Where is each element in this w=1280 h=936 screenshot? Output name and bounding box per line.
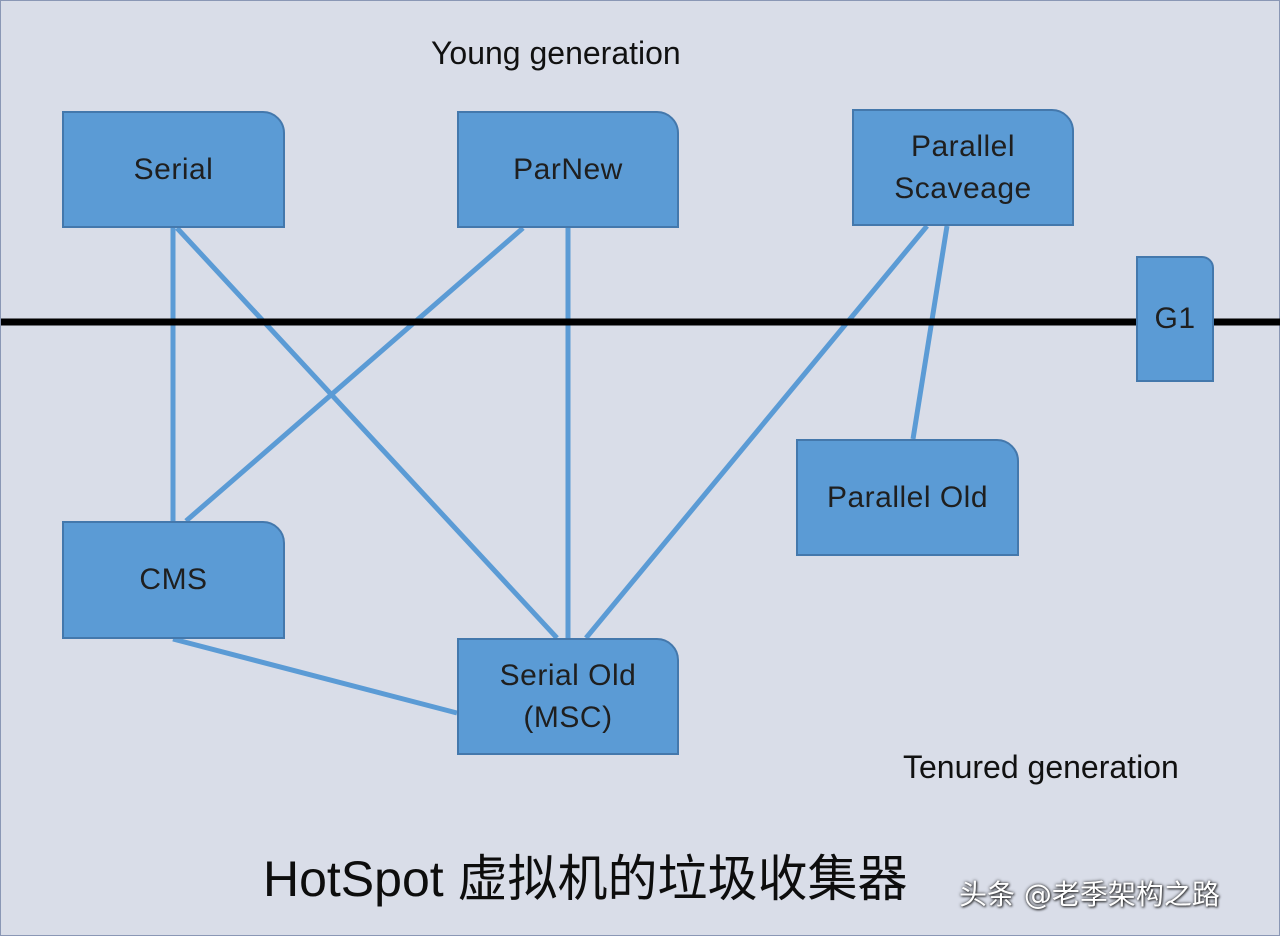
tenured-generation-label: Tenured generation bbox=[903, 749, 1179, 785]
serial-node: Serial bbox=[62, 111, 285, 228]
edge-parnew-to-cms bbox=[184, 226, 525, 523]
edge-cms-to-serial-old bbox=[172, 636, 458, 716]
parallel-old-node-label: Parallel Old bbox=[826, 480, 989, 514]
young-generation-label: Young generation bbox=[431, 35, 681, 71]
parallel-old-node: Parallel Old bbox=[796, 439, 1019, 556]
serial-node-label: Serial bbox=[133, 152, 214, 186]
serial-old-node: Serial Old (MSC) bbox=[457, 638, 679, 755]
watermark: 头条 @老季架构之路 bbox=[959, 878, 1220, 911]
g1-node: G1 bbox=[1136, 256, 1214, 382]
diagram-title: HotSpot 虚拟机的垃圾收集器 bbox=[263, 851, 908, 907]
edge-parallel-scavenge-to-parallel-old bbox=[910, 225, 950, 440]
parnew-node: ParNew bbox=[457, 111, 679, 228]
serial-old-label-line-1: Serial Old bbox=[499, 658, 637, 692]
g1-node-label: G1 bbox=[1154, 302, 1196, 335]
edge-parallel-scavenge-to-serial-old bbox=[584, 224, 929, 640]
edge-serial-to-serial-old bbox=[175, 226, 559, 640]
parallel-scavenge-label-line-2: Scaveage bbox=[894, 171, 1032, 205]
cms-node-label: CMS bbox=[139, 563, 208, 596]
parallel-scavenge-label-line-1: Parallel bbox=[910, 129, 1016, 163]
serial-old-label-line-2: (MSC) bbox=[523, 700, 613, 734]
parallel-scavenge-node: Parallel Scaveage bbox=[852, 109, 1074, 226]
cms-node: CMS bbox=[62, 521, 285, 639]
parnew-node-label: ParNew bbox=[513, 152, 623, 186]
